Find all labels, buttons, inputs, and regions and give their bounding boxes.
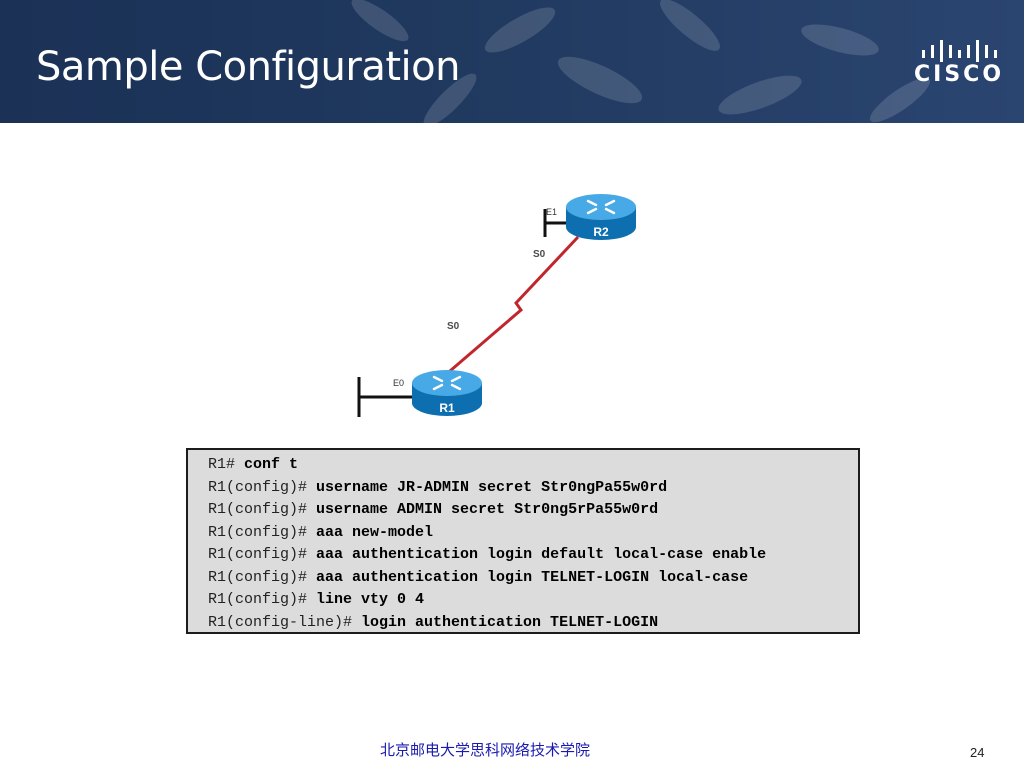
cli-line: R1(config)# aaa new-model bbox=[208, 522, 858, 545]
cli-prompt: R1(config)# bbox=[208, 478, 317, 496]
leaf-pattern-background bbox=[351, 0, 931, 123]
cisco-bars-icon bbox=[922, 40, 997, 62]
cli-command: conf t bbox=[244, 456, 299, 473]
cli-prompt: R1(config)# bbox=[208, 523, 317, 541]
cli-prompt: R1(config)# bbox=[208, 546, 317, 563]
slide-title: Sample Configuration bbox=[36, 44, 460, 90]
cli-command: aaa authentication login default local-c… bbox=[316, 546, 767, 563]
cli-prompt: R1(config)# bbox=[208, 568, 317, 586]
ethernet-segment-r1 bbox=[357, 377, 414, 417]
cli-command: aaa authentication login TELNET-LOGIN lo… bbox=[316, 568, 749, 586]
router-icon bbox=[586, 199, 616, 215]
cli-prompt: R1(config-line)# bbox=[208, 613, 362, 631]
router-label-r1: R1 bbox=[439, 401, 455, 415]
cisco-logo-text: CISCO bbox=[914, 62, 1005, 87]
cli-prompt: R1(config)# bbox=[208, 501, 317, 518]
cli-prompt: R1(config)# bbox=[208, 591, 317, 608]
router-r2: R2 bbox=[566, 194, 636, 240]
cli-command: line vty 0 4 bbox=[316, 591, 425, 608]
cli-config-box: R1# conf t R1(config)# username JR-ADMIN… bbox=[186, 448, 860, 634]
interface-label-e0: E0 bbox=[393, 378, 404, 388]
page-number: 24 bbox=[970, 745, 985, 760]
interface-label-r1-s0: S0 bbox=[447, 321, 460, 332]
cli-line: R1# conf t bbox=[208, 454, 858, 477]
cli-command: username ADMIN secret Str0ng5rPa55w0rd bbox=[316, 501, 659, 518]
serial-link-zigzag bbox=[435, 235, 580, 385]
cli-line: R1(config)# username JR-ADMIN secret Str… bbox=[208, 477, 858, 500]
ethernet-segment-r2 bbox=[543, 209, 568, 237]
cli-command: login authentication TELNET-LOGIN bbox=[361, 613, 659, 631]
cli-line: R1(config)# aaa authentication login def… bbox=[208, 544, 858, 567]
serial-link bbox=[435, 235, 580, 385]
slide-header: Sample Configuration CISCO bbox=[0, 0, 1024, 123]
cli-command: username JR-ADMIN secret Str0ngPa55w0rd bbox=[316, 478, 668, 496]
cli-line: R1(config-line)# login authentication TE… bbox=[208, 612, 858, 635]
router-icon bbox=[432, 375, 462, 391]
interface-label-r2-s0: S0 bbox=[533, 249, 546, 260]
footer-institution: 北京邮电大学思科网络技术学院 bbox=[380, 741, 591, 759]
cli-command: aaa new-model bbox=[316, 523, 434, 541]
interface-label-e1: E1 bbox=[546, 207, 557, 217]
cli-line: R1(config)# username ADMIN secret Str0ng… bbox=[208, 499, 858, 522]
cli-line: R1(config)# aaa authentication login TEL… bbox=[208, 567, 858, 590]
router-r1: R1 bbox=[412, 370, 482, 416]
network-topology-diagram: R2 R1 E1 S0 S0 E0 bbox=[357, 194, 636, 417]
router-label-r2: R2 bbox=[593, 225, 609, 239]
cli-prompt: R1# bbox=[208, 456, 245, 473]
cli-line: R1(config)# line vty 0 4 bbox=[208, 589, 858, 612]
cisco-logo: CISCO bbox=[914, 40, 1004, 90]
